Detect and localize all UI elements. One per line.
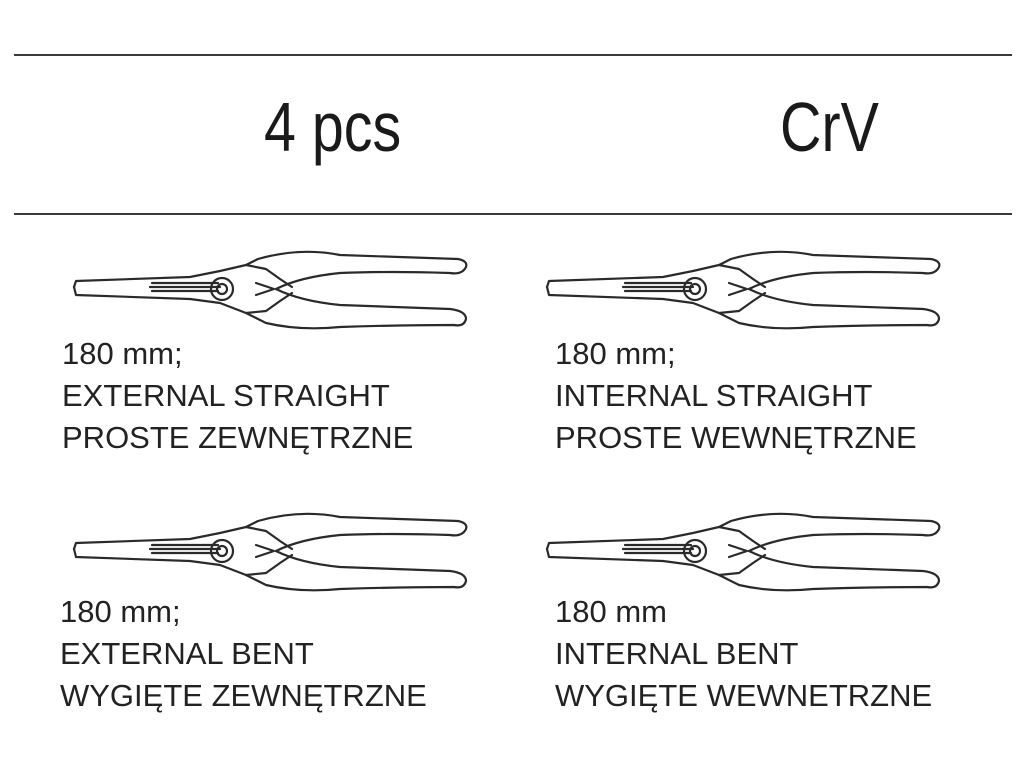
pliers-icon — [545, 250, 941, 330]
product-label: 180 mm; EXTERNAL BENT WYGIĘTE ZEWNĘTRZNE — [60, 591, 427, 717]
size-text: 180 mm; — [555, 336, 676, 371]
size-text: 180 mm; — [62, 336, 183, 371]
product-label: 180 mm; EXTERNAL STRAIGHT PROSTE ZEWNĘTR… — [62, 333, 413, 459]
name-pl-text: PROSTE ZEWNĘTRZNE — [62, 420, 414, 455]
name-en-text: INTERNAL STRAIGHT — [555, 378, 873, 413]
size-text: 180 mm — [555, 594, 667, 629]
name-en-text: EXTERNAL BENT — [60, 636, 314, 671]
material-label: CrV — [780, 88, 879, 166]
name-pl-text: WYGIĘTE ZEWNĘTRZNE — [60, 678, 427, 713]
name-pl-text: WYGIĘTE WEWNETRZNE — [555, 678, 933, 713]
name-en-text: EXTERNAL STRAIGHT — [62, 378, 390, 413]
top-divider — [14, 54, 1012, 56]
pliers-icon — [545, 512, 941, 592]
pliers-icon — [72, 250, 468, 330]
name-en-text: INTERNAL BENT — [555, 636, 799, 671]
pliers-icon — [72, 512, 468, 592]
header-divider — [14, 213, 1012, 215]
quantity-label: 4 pcs — [264, 88, 402, 166]
product-label: 180 mm; INTERNAL STRAIGHT PROSTE WEWNĘTR… — [555, 333, 917, 459]
product-label: 180 mm INTERNAL BENT WYGIĘTE WEWNETRZNE — [555, 591, 932, 717]
size-text: 180 mm; — [60, 594, 181, 629]
name-pl-text: PROSTE WEWNĘTRZNE — [555, 420, 917, 455]
